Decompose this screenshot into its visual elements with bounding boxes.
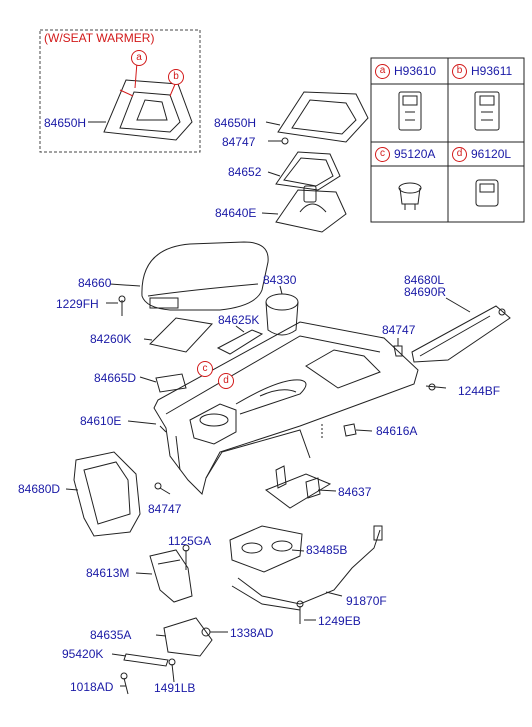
- label-1018AD: 1018AD: [70, 680, 114, 694]
- label-84610E: 84610E: [80, 414, 122, 428]
- key-d: d 96120L: [452, 147, 512, 163]
- inset-callout-a: a: [131, 50, 147, 66]
- label-1249EB: 1249EB: [318, 614, 361, 628]
- label-91870F: 91870F: [346, 594, 387, 608]
- inset-title: (W/SEAT WARMER): [44, 31, 155, 45]
- label-84660: 84660: [78, 276, 112, 290]
- key-d-letter: d: [452, 147, 467, 163]
- label-1125GA: 1125GA: [168, 534, 212, 548]
- label-84747-right: 84747: [382, 323, 416, 337]
- callout-c: c: [197, 361, 213, 377]
- key-c-part: 95120A: [394, 147, 436, 161]
- label-84625K: 84625K: [218, 313, 260, 327]
- label-84650H-inset: 84650H: [44, 116, 87, 130]
- label-84680D: 84680D: [18, 482, 61, 496]
- label-84652: 84652: [228, 165, 262, 179]
- key-c: c 95120A: [375, 147, 436, 163]
- label-1244BF: 1244BF: [458, 384, 501, 398]
- inset-callout-b: b: [168, 69, 184, 85]
- label-84613M: 84613M: [86, 566, 130, 580]
- label-84330: 84330: [263, 273, 297, 287]
- label-1229FH: 1229FH: [56, 297, 99, 311]
- label-95420K: 95420K: [62, 647, 104, 661]
- label-84616A: 84616A: [376, 424, 418, 438]
- key-d-part: 96120L: [471, 147, 512, 161]
- label-1338AD: 1338AD: [230, 626, 274, 640]
- label-84747-top: 84747: [222, 135, 256, 149]
- key-a-part: H93610: [394, 64, 437, 78]
- key-a: a H93610: [375, 64, 437, 80]
- label-1491LB: 1491LB: [154, 681, 196, 695]
- key-a-letter: a: [375, 64, 390, 80]
- label-84665D: 84665D: [94, 371, 137, 385]
- label-83485B: 83485B: [306, 543, 348, 557]
- callout-d: d: [218, 373, 234, 389]
- label-84690R: 84690R: [404, 285, 447, 299]
- key-b-letter: b: [452, 64, 467, 80]
- label-84637: 84637: [338, 485, 372, 499]
- key-c-letter: c: [375, 147, 390, 163]
- label-84650H: 84650H: [214, 116, 257, 130]
- label-84260K: 84260K: [90, 332, 132, 346]
- label-84680L: 84680L: [404, 273, 445, 287]
- label-84635A: 84635A: [90, 628, 132, 642]
- key-b-part: H93611: [471, 64, 513, 78]
- key-b: b H93611: [452, 64, 513, 80]
- label-84747-bottom: 84747: [148, 502, 182, 516]
- label-84640E: 84640E: [215, 206, 257, 220]
